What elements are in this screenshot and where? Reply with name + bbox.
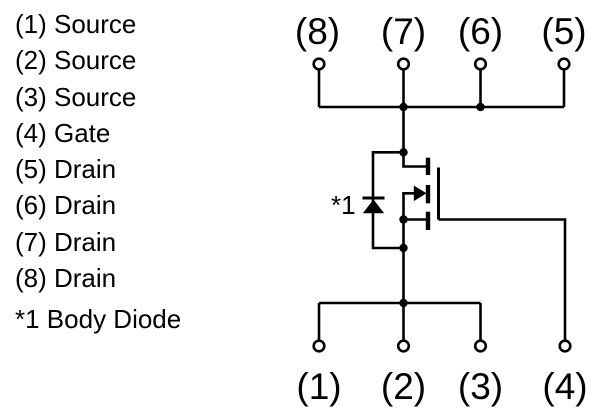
top-pin-label-8: (8) <box>295 11 340 52</box>
bottom-pin-label-3: (3) <box>458 366 503 407</box>
terminal-pin-7 <box>396 57 411 71</box>
pin-list-item-1: (1) Source <box>15 9 137 39</box>
body-diode-branch-wire <box>371 151 404 250</box>
junction-dot <box>399 148 408 157</box>
body-diode-symbol <box>362 196 385 214</box>
junction-dot <box>399 298 408 308</box>
pin-list-item-6: (6) Drain <box>15 190 117 220</box>
terminal-pin-4 <box>558 339 572 353</box>
top-pin-labels: (8) (7) (6) (5) <box>295 11 587 52</box>
bottom-pin-label-1: (1) <box>296 366 341 407</box>
terminal-pin-3 <box>473 339 488 353</box>
junction-dot <box>399 243 408 253</box>
body-diode-note: *1 Body Diode <box>15 304 182 334</box>
pin-list-item-4: (4) Gate <box>15 118 111 148</box>
top-pin-label-5: (5) <box>541 11 586 52</box>
pin-list-item-5: (5) Drain <box>15 154 117 184</box>
drain-wire <box>402 107 426 168</box>
terminal-pin-2 <box>396 339 411 353</box>
terminal-pin-5 <box>557 57 571 71</box>
bottom-pin-labels: (1) (2) (3) (4) <box>296 366 587 407</box>
terminal-circles <box>312 57 572 353</box>
mosfet-body-arrow-icon <box>413 185 427 202</box>
terminal-pin-6 <box>473 57 488 71</box>
top-pin-label-6: (6) <box>458 11 503 52</box>
pin-list-item-7: (7) Drain <box>15 227 117 257</box>
pin-list-item-3: (3) Source <box>15 82 137 112</box>
junction-dot <box>399 215 408 224</box>
junction-dot <box>476 102 485 112</box>
bottom-pin-label-2: (2) <box>381 366 426 407</box>
pin-list-item-8: (8) Drain <box>15 263 117 293</box>
junction-dots <box>399 102 485 308</box>
diode-anode-triangle-icon <box>362 199 385 214</box>
top-pin-label-7: (7) <box>381 11 426 52</box>
wires <box>317 70 567 340</box>
gate-wire <box>438 218 567 340</box>
pin-list-item-2: (2) Source <box>15 45 137 75</box>
terminal-pin-8 <box>312 57 326 71</box>
junction-dot <box>399 102 408 112</box>
bottom-pin-label-4: (4) <box>542 366 587 407</box>
mosfet-symbol <box>413 157 440 230</box>
terminal-pin-1 <box>312 339 326 353</box>
body-diode-ref-label: *1 <box>331 190 356 220</box>
